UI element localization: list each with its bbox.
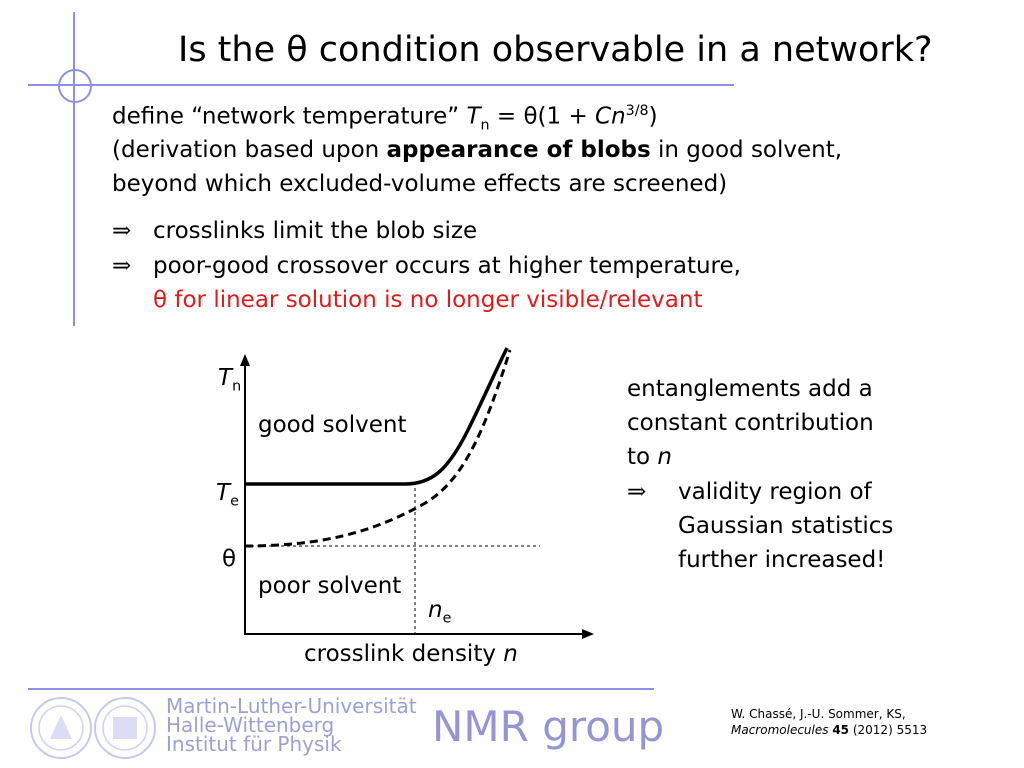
- x-axis-label: crosslink density n: [304, 641, 518, 667]
- good-solvent-label: good solvent: [258, 412, 407, 438]
- implies-arrow-2: ⇒: [112, 253, 132, 279]
- footer-divider: [28, 688, 654, 690]
- university-seal-logo: [30, 697, 156, 759]
- ne-label: ne: [428, 597, 452, 627]
- y-axis-label: Tn: [218, 365, 242, 395]
- page-title: Is the θ condition observable in a netwo…: [178, 30, 933, 70]
- institution-name: Martin-Luther-Universität Halle-Wittenbe…: [166, 694, 417, 756]
- bullet-crosslinks: crosslinks limit the blob size: [153, 218, 478, 244]
- te-label: Te: [216, 480, 239, 510]
- side-line-3: to n: [627, 444, 672, 470]
- screening-line: beyond which excluded-volume effects are…: [112, 171, 728, 197]
- side-implies-arrow: ⇒: [627, 479, 647, 505]
- poor-solvent-label: poor solvent: [258, 573, 402, 599]
- side-line-5: Gaussian statistics: [678, 513, 894, 539]
- definition-line: define “network temperature” Tn = θ(1 + …: [112, 103, 658, 134]
- side-line-4: validity region of: [678, 479, 872, 505]
- group-name: NMR group: [432, 702, 665, 751]
- citation: W. Chassé, J.-U. Sommer, KS, Macromolecu…: [731, 707, 928, 737]
- bullet-crossover: poor-good crossover occurs at higher tem…: [153, 253, 741, 279]
- side-line-6: further increased!: [678, 547, 886, 573]
- decor-circle: [58, 69, 92, 103]
- network-temperature-curve: [245, 347, 509, 486]
- bullet-theta-red: θ for linear solution is no longer visib…: [153, 287, 703, 313]
- decor-vertical-line: [73, 12, 75, 326]
- theta-curve-dashed: [244, 349, 512, 548]
- theta-label: θ: [222, 546, 237, 572]
- side-line-2: constant contribution: [627, 410, 874, 436]
- derivation-line: (derivation based upon appearance of blo…: [112, 137, 843, 163]
- implies-arrow-1: ⇒: [112, 218, 132, 244]
- side-line-1: entanglements add a: [627, 376, 873, 402]
- decor-horizontal-line: [28, 84, 734, 86]
